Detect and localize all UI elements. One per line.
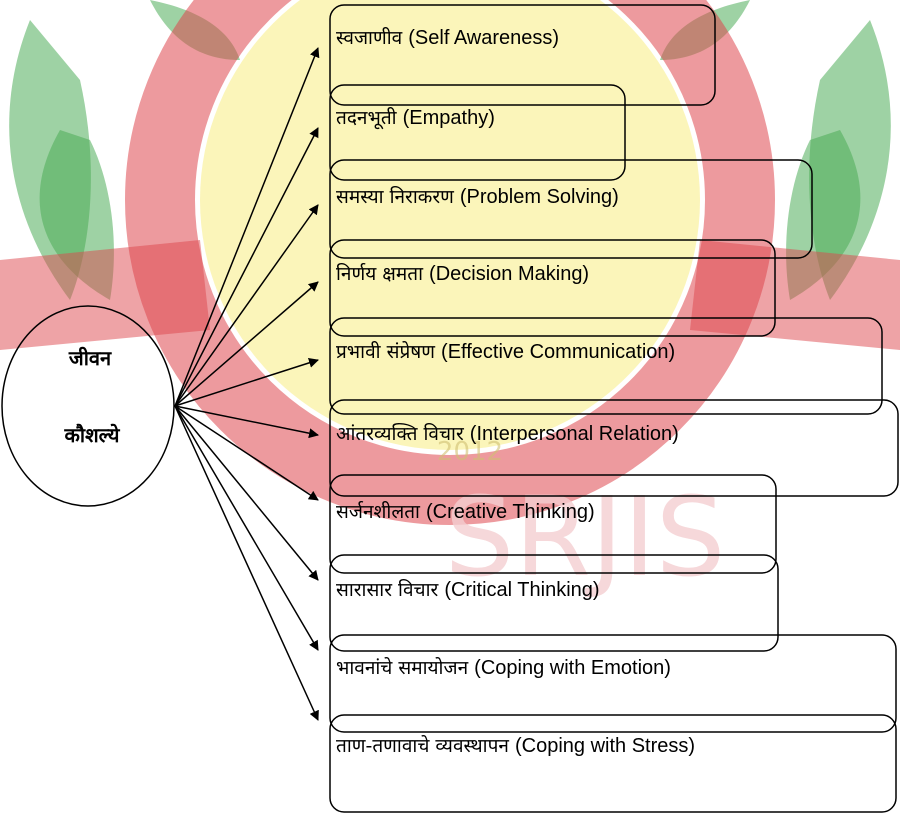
logo-ribbon-right <box>690 240 900 350</box>
leaf-left-wreath-2 <box>39 130 114 300</box>
skill-english-2: (Empathy) <box>403 107 495 129</box>
skill-label-8: सारासार विचार (Critical Thinking) <box>336 578 600 601</box>
skill-marathi-4: निर्णय क्षमता <box>336 262 429 285</box>
skill-marathi-3: समस्या निराकरण <box>336 185 460 208</box>
skill-english-3: (Problem Solving) <box>460 186 619 208</box>
center-label-line2: कौशल्ये <box>64 423 121 447</box>
skill-box-7 <box>329 474 777 574</box>
logo-yellow-center <box>200 0 700 450</box>
arrow-to-item-2 <box>174 127 319 407</box>
skill-marathi-5: प्रभावी संप्रेषण <box>336 340 441 363</box>
skill-box-3 <box>329 159 813 259</box>
skill-english-5: (Effective Communication) <box>441 341 675 363</box>
skill-marathi-6: आंतरव्यक्ति विचार <box>336 422 470 445</box>
skill-label-7: सर्जनशीलता (Creative Thinking) <box>336 500 595 523</box>
arrow-to-item-10 <box>174 405 319 721</box>
arrow-to-item-3 <box>174 204 319 407</box>
logo-ribbon-left <box>0 240 210 350</box>
skill-english-9: (Coping with Emotion) <box>474 657 671 679</box>
skill-box-6 <box>329 399 899 497</box>
logo-red-ring <box>125 0 775 525</box>
leaf-right-wreath-2 <box>786 130 861 300</box>
leaf-right-wreath <box>809 20 891 300</box>
center-ellipse <box>1 305 175 507</box>
skill-label-4: निर्णय क्षमता (Decision Making) <box>336 262 589 285</box>
skill-marathi-1: स्वजाणीव <box>336 26 408 49</box>
skill-box-10 <box>329 714 897 813</box>
skill-marathi-9: भावनांचे समायोजन <box>336 656 474 679</box>
skill-english-8: (Critical Thinking) <box>444 579 599 601</box>
skill-english-4: (Decision Making) <box>429 263 589 285</box>
skill-box-5 <box>329 317 883 415</box>
skill-marathi-8: सारासार विचार <box>336 578 444 601</box>
arrow-to-item-9 <box>174 405 319 651</box>
leaf-top-right <box>660 0 750 60</box>
skill-english-10: (Coping with Stress) <box>515 735 695 757</box>
skill-marathi-7: सर्जनशीलता <box>336 500 426 523</box>
skill-label-3: समस्या निराकरण (Problem Solving) <box>336 185 619 208</box>
skill-label-6: आंतरव्यक्ति विचार (Interpersonal Relatio… <box>336 422 679 445</box>
skill-english-1: (Self Awareness) <box>408 27 559 49</box>
skill-box-1 <box>329 4 716 106</box>
center-label-line1: जीवन <box>68 346 112 370</box>
arrow-to-item-6 <box>174 405 319 439</box>
skill-box-8 <box>329 554 779 652</box>
skill-box-9 <box>329 634 897 733</box>
skill-english-7: (Creative Thinking) <box>426 501 595 523</box>
logo-initials: SRJIS <box>445 473 726 601</box>
skill-marathi-2: तदनभूती <box>336 106 403 130</box>
leaf-left-wreath <box>9 20 91 300</box>
arrow-to-item-5 <box>174 357 319 407</box>
arrow-to-item-1 <box>174 47 320 407</box>
skill-label-2: तदनभूती (Empathy) <box>336 106 495 130</box>
arrow-to-item-4 <box>174 281 319 407</box>
skill-box-2 <box>329 84 626 181</box>
skill-label-10: ताण-तणावाचे व्यवस्थापन (Coping with Stre… <box>336 734 695 757</box>
leaf-top-left <box>150 0 240 60</box>
skill-english-6: (Interpersonal Relation) <box>470 423 679 445</box>
skill-label-1: स्वजाणीव (Self Awareness) <box>336 26 559 49</box>
arrow-to-item-7 <box>174 405 319 501</box>
skill-label-9: भावनांचे समायोजन (Coping with Emotion) <box>336 656 671 679</box>
skill-box-4 <box>329 239 776 337</box>
arrow-to-item-8 <box>174 405 319 581</box>
skill-marathi-10: ताण-तणावाचे व्यवस्थापन <box>336 734 515 757</box>
logo-year: 2012 <box>437 437 503 467</box>
skill-label-5: प्रभावी संप्रेषण (Effective Communicatio… <box>336 340 675 363</box>
